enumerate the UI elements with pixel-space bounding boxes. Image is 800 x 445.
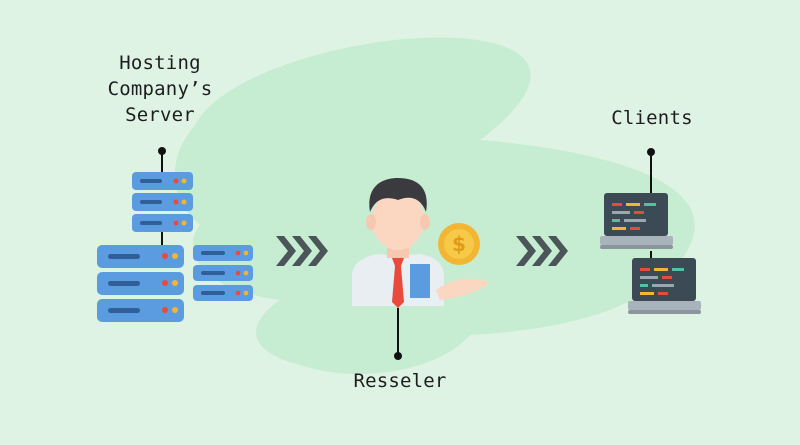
background-blob (174, 37, 695, 374)
chevron-right-icon (516, 236, 568, 266)
server-unit (97, 245, 184, 322)
server-rack-icon (97, 147, 253, 322)
server-unit (193, 245, 253, 301)
server-label-line3: Server (125, 104, 195, 126)
clients-label: Clients (611, 107, 693, 129)
svg-text:$: $ (452, 232, 466, 256)
businessman-with-coin-icon: $ (352, 178, 490, 360)
server-label-line1: Hosting (119, 52, 201, 74)
server-label: Hosting Company’s Server (90, 50, 230, 128)
laptop-icon (600, 148, 701, 314)
server-unit (132, 172, 193, 232)
server-label-line2: Company’s (107, 78, 213, 100)
reseller-label: Resseler (353, 370, 447, 392)
chevron-right-icon (276, 236, 328, 266)
